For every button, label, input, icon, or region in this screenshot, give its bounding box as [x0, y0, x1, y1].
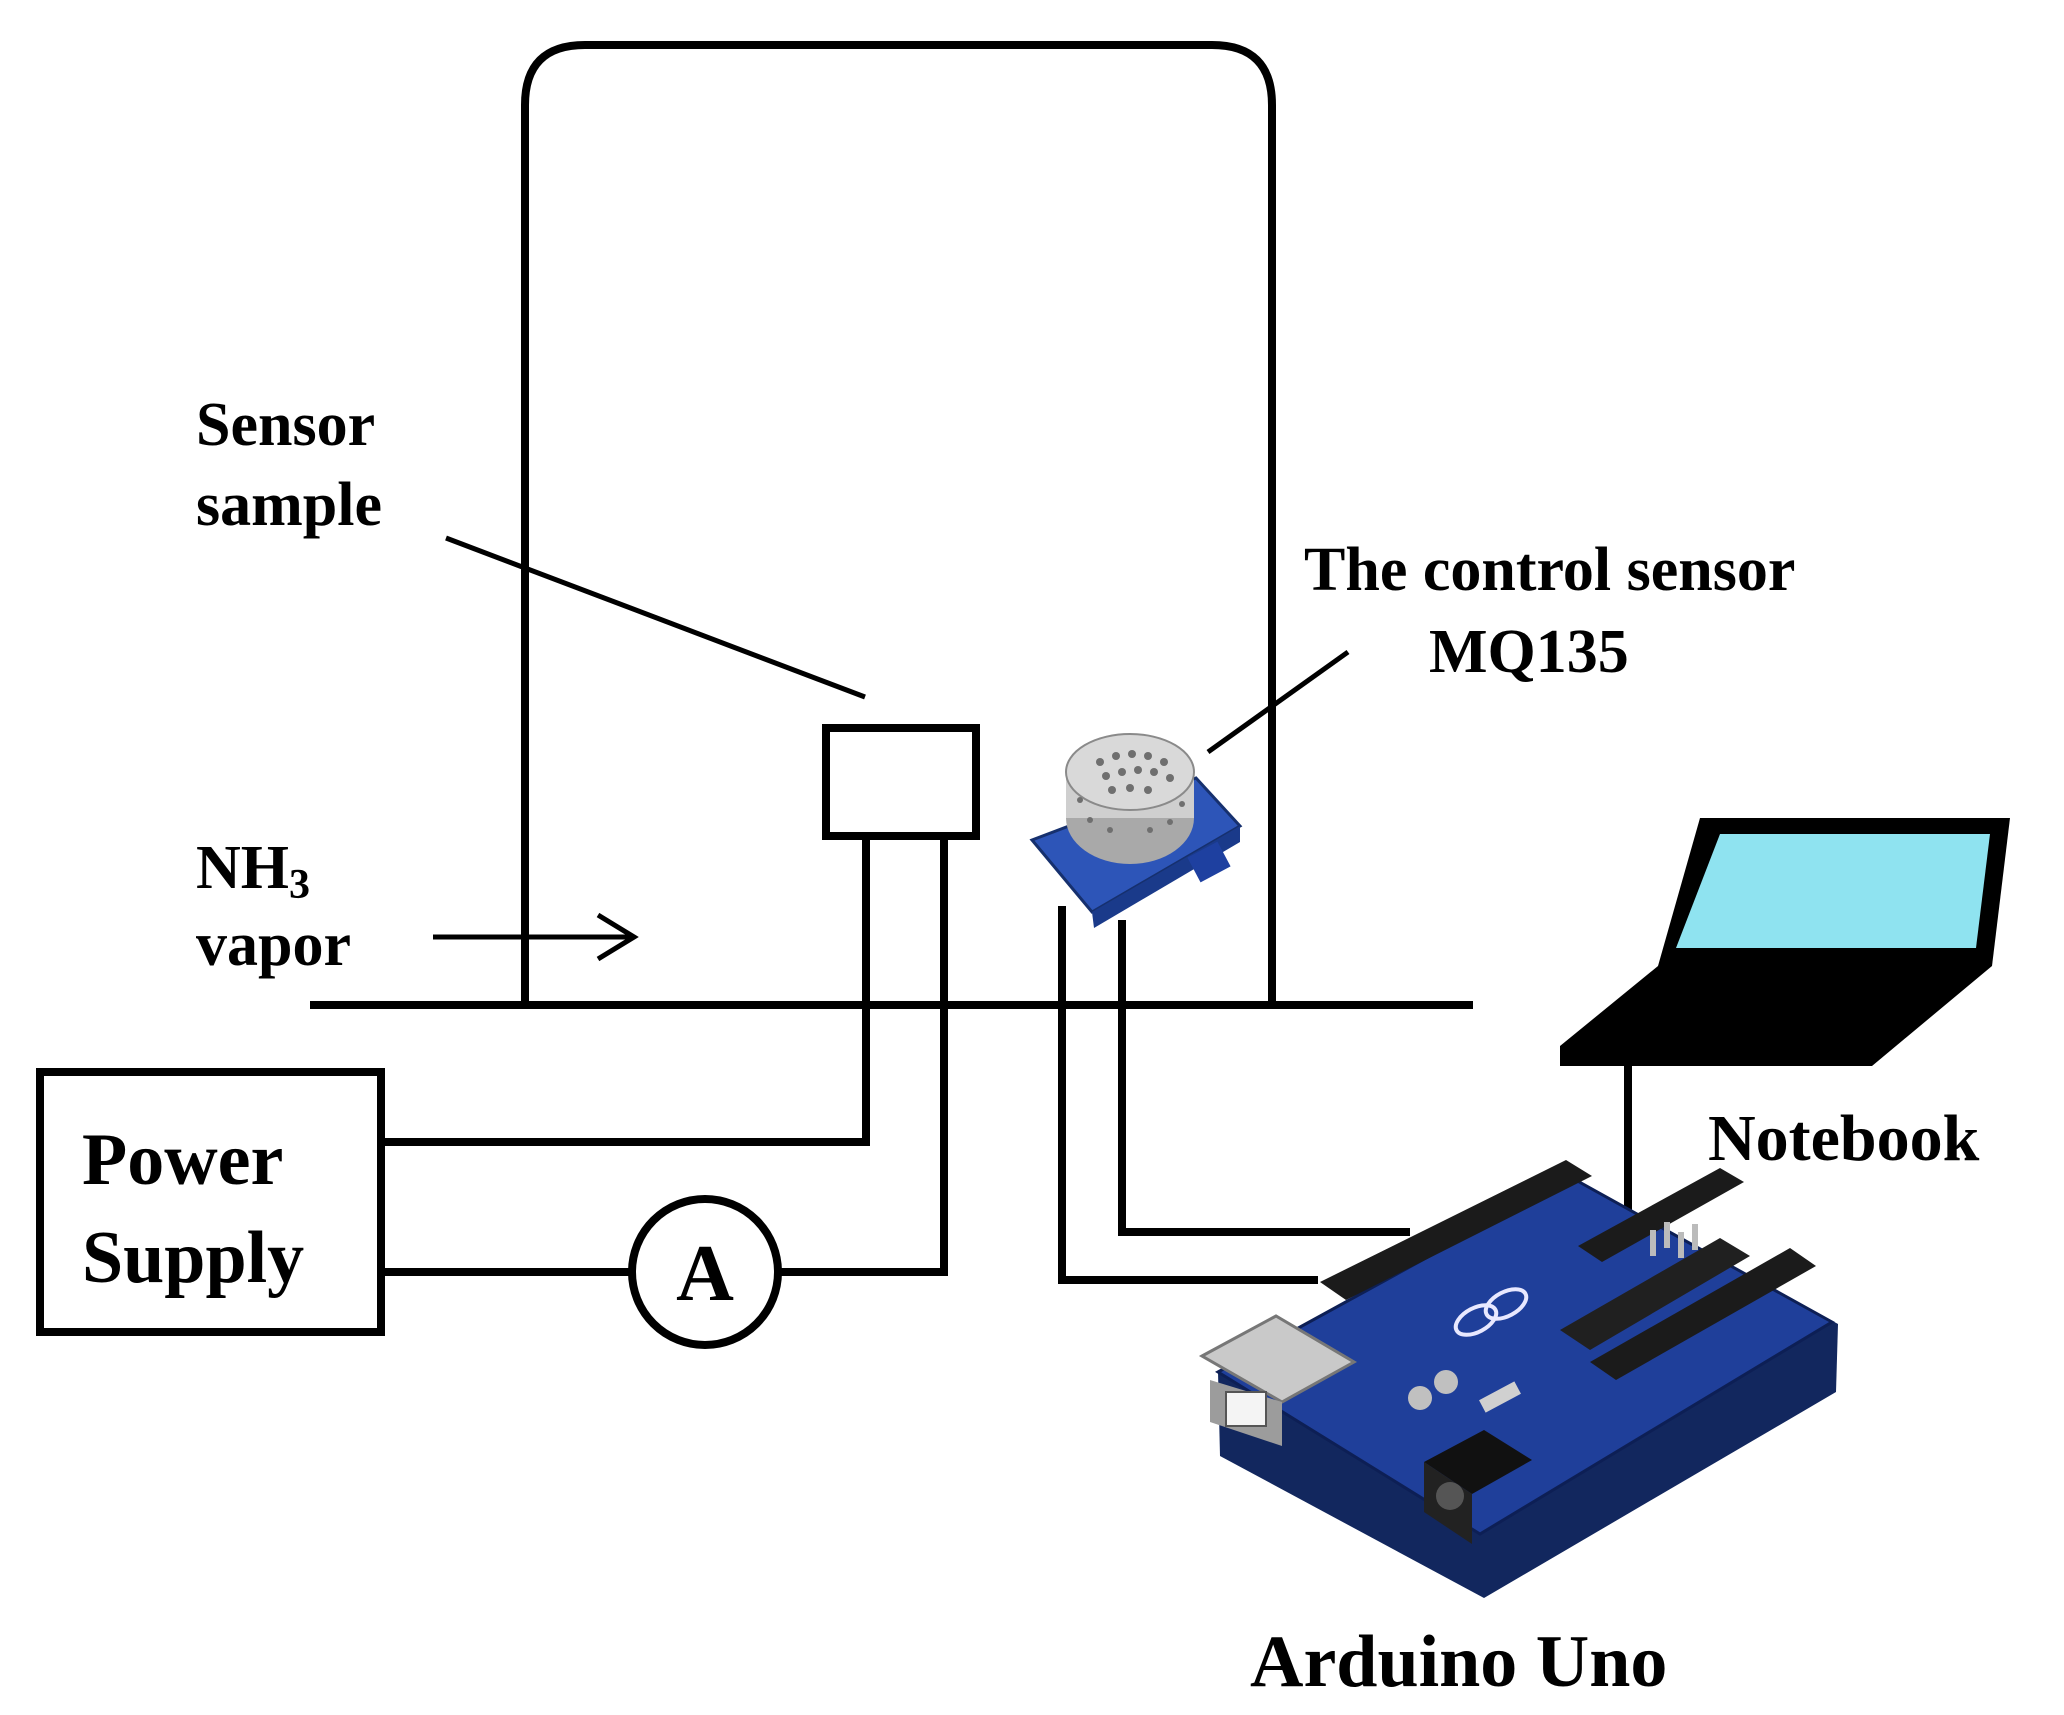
control-sensor-pointer [1206, 649, 1350, 755]
arduino-label: Arduino Uno [1250, 1621, 1667, 1703]
gas-sensor-icon [1029, 733, 1243, 928]
nh3-subscript: 3 [289, 862, 310, 908]
sensor-sample-label-1: Sensor [196, 391, 375, 459]
power-supply-box [36, 1068, 385, 1336]
power-supply-label-2: Supply [82, 1217, 304, 1299]
wire-ammeter-to-sample [778, 836, 948, 1276]
power-supply-label-1: Power [82, 1119, 283, 1201]
laptop-icon [1560, 818, 2010, 1066]
sensor-sample-box [822, 724, 980, 840]
nh3-main: NH [196, 834, 289, 902]
ammeter-icon [628, 1195, 782, 1349]
notebook-label: Notebook [1708, 1102, 1980, 1175]
control-sensor-label-2: MQ135 [1429, 618, 1629, 686]
wire-mq135-to-arduino-1 [1058, 906, 1318, 1284]
wire-power-to-sample [381, 836, 870, 1146]
nh3-label: NH3 [196, 834, 310, 908]
nh3-flow-arrow [433, 912, 639, 962]
ammeter-symbol: A [676, 1230, 734, 1318]
arduino-board-icon [1198, 1160, 1838, 1598]
wire-mq135-to-arduino-2 [1118, 920, 1410, 1236]
control-sensor-label-1: The control sensor [1304, 536, 1795, 604]
sensor-sample-pointer [445, 535, 866, 700]
vapor-label: vapor [196, 911, 351, 979]
sensor-sample-label-2: sample [196, 471, 382, 539]
test-chamber [521, 41, 1276, 1003]
